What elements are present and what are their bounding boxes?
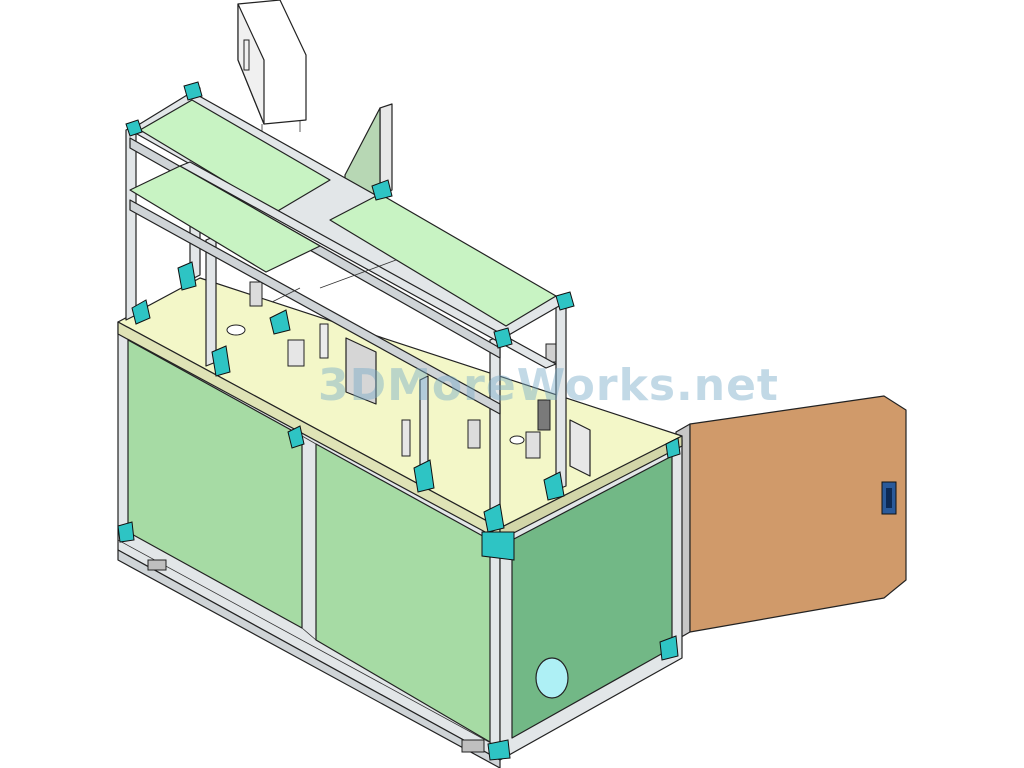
access-door-icon[interactable] — [675, 395, 907, 641]
machine-frame-icon — [125, 87, 567, 533]
cable-port-icon — [535, 657, 569, 699]
cabinet-front — [117, 321, 501, 768]
cabinet-side — [499, 439, 683, 761]
corner-brackets — [117, 81, 681, 761]
top-plate — [117, 277, 683, 541]
control-box-icon — [237, 0, 307, 140]
mechanism-parts — [249, 281, 591, 477]
